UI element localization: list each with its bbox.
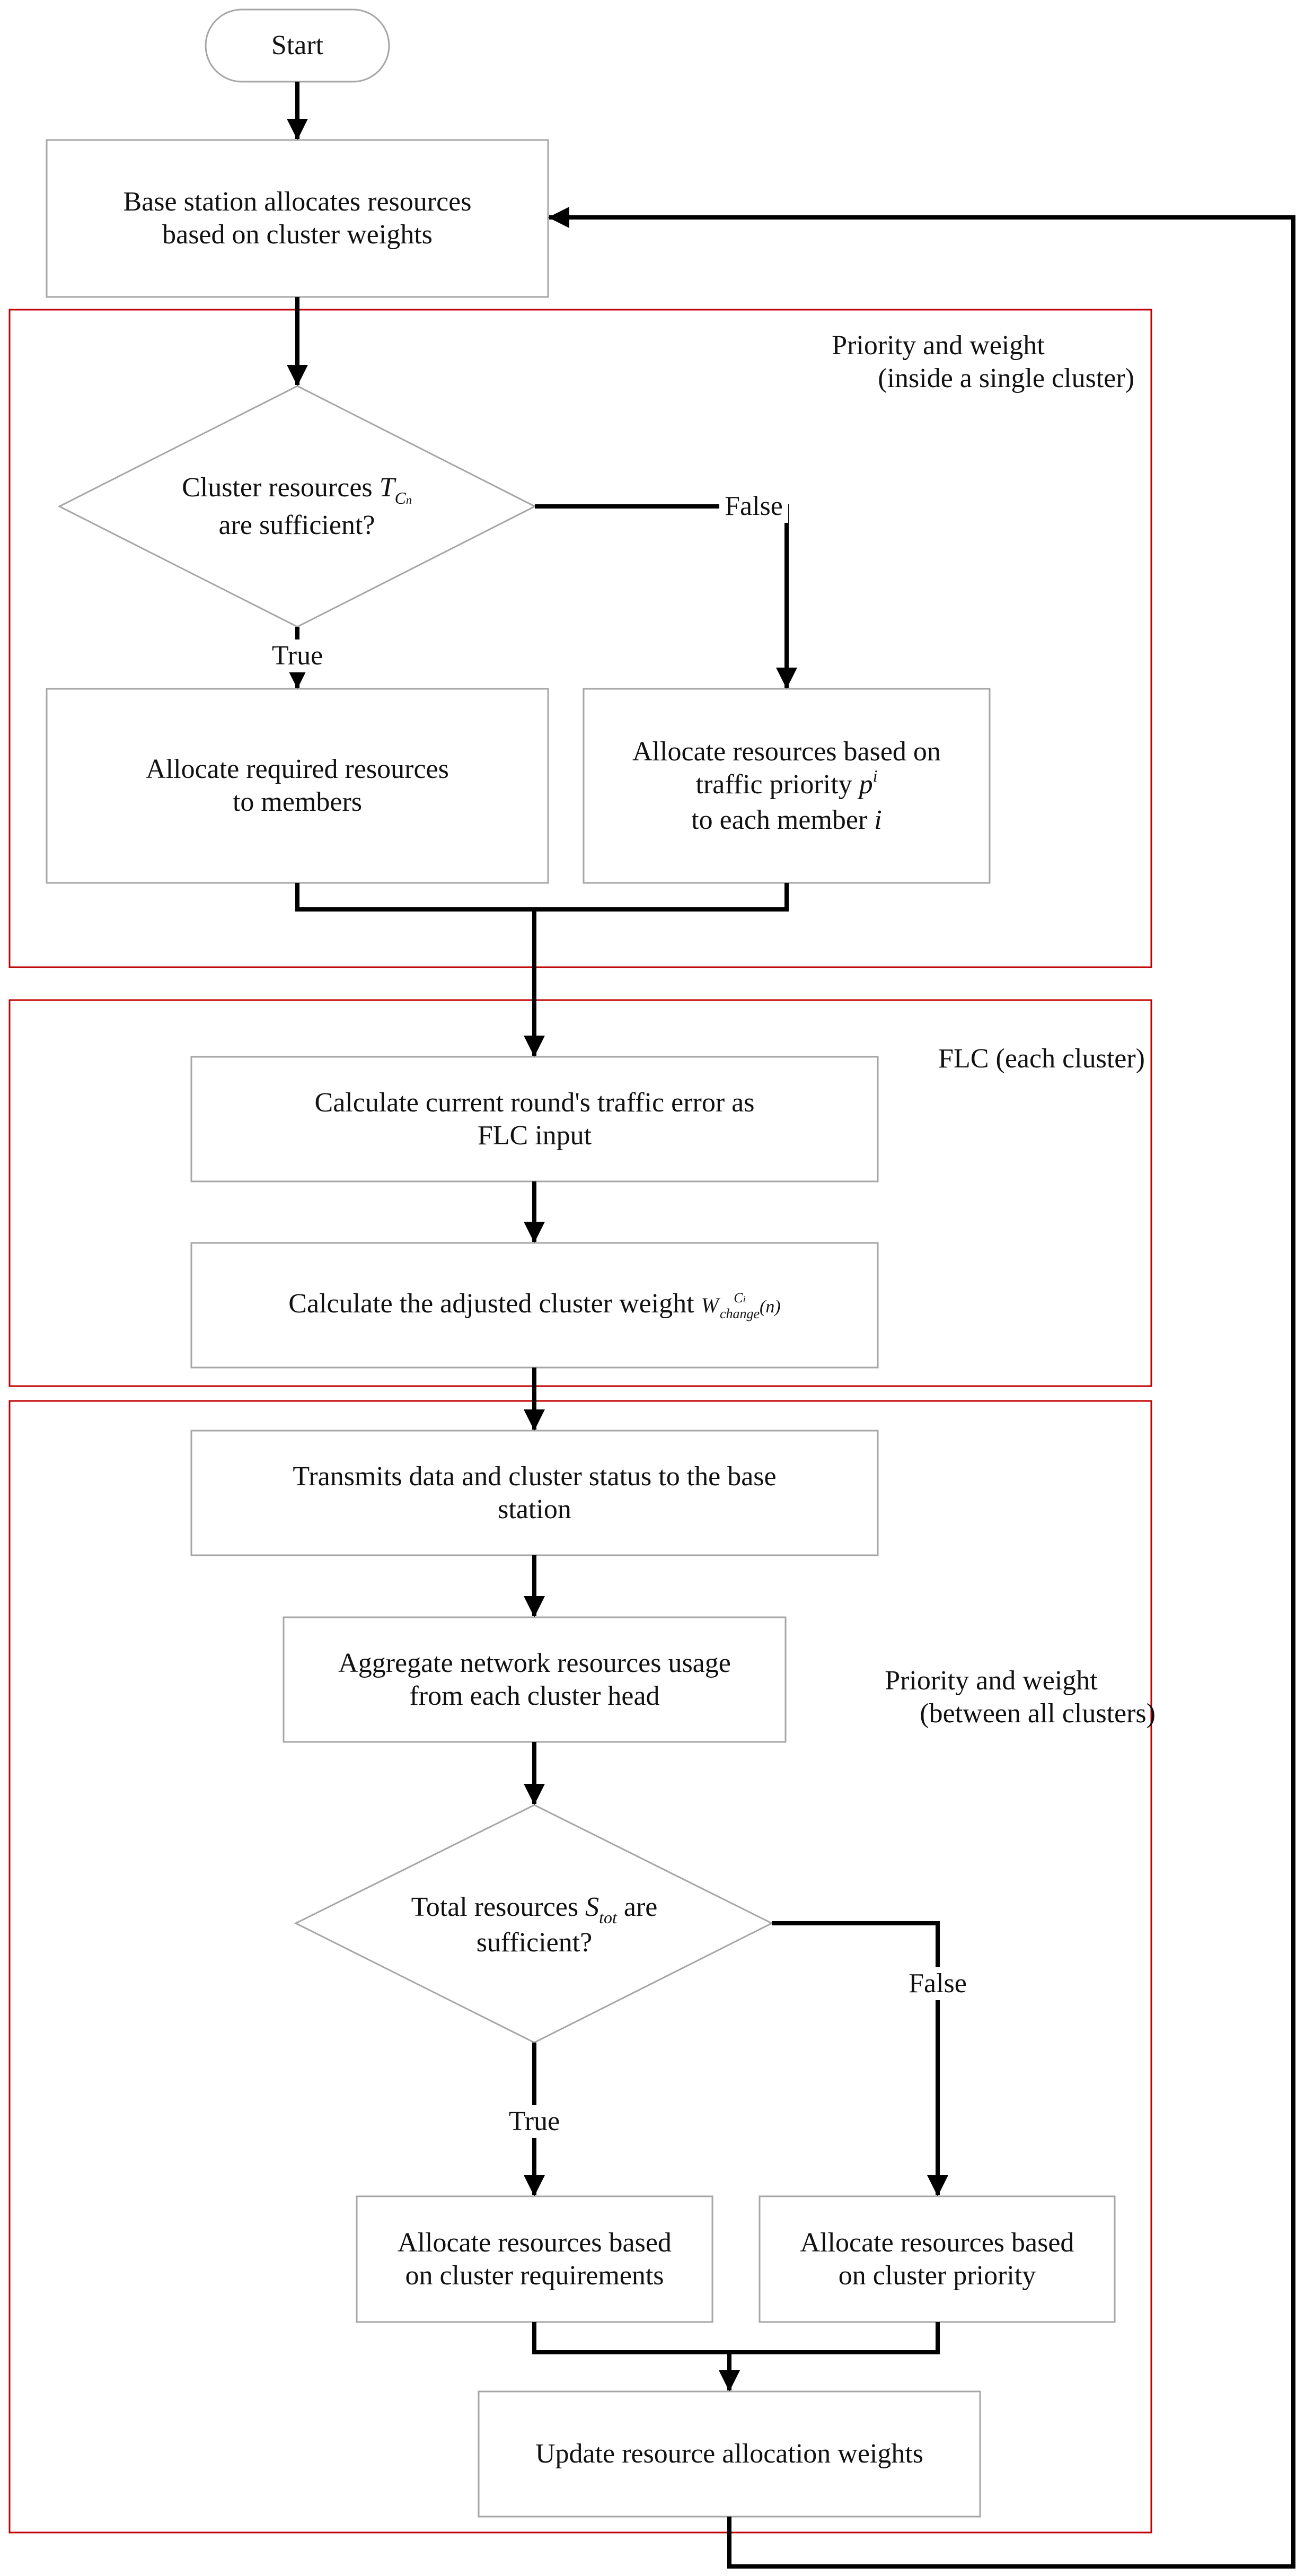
cluster-decision-label: Cluster resources TCn are sufficient? [182, 472, 412, 540]
alloc-requirements-box [356, 2195, 713, 2323]
update-weights-box [478, 2390, 981, 2518]
false-label-total: False [895, 1965, 980, 2002]
edge-loop-back [548, 207, 1295, 2569]
false-label-cluster: False [711, 488, 796, 525]
section-flc-label: FLC (each cluster) [938, 1044, 1145, 1074]
base-station-label: Base station allocates resources based o… [123, 187, 472, 250]
allocate-required-label: Allocate required resources to members [146, 754, 449, 817]
section-all-clusters-label: Priority and weight (between all cluster… [885, 1666, 1156, 1729]
update-weights-label: Update resource allocation weights [535, 2439, 924, 2469]
alloc-requirements-label: Allocate resources based on cluster requ… [398, 2227, 672, 2291]
start-label: Start [271, 30, 324, 60]
transmit-label: Transmits data and cluster status to the… [293, 1461, 777, 1524]
allocate-priority-label: Allocate resources based on traffic prio… [632, 736, 941, 835]
edge-merge-allocations [532, 2322, 940, 2354]
edge-decision-false [535, 504, 797, 689]
section-single-cluster-label: Priority and weight (inside a single clu… [832, 330, 1134, 393]
alloc-priority-label: Allocate resources based on cluster prio… [800, 2227, 1074, 2291]
traffic-error-label: Calculate current round's traffic error … [314, 1087, 755, 1151]
allocate-required-box [46, 688, 549, 884]
true-label-total: True [492, 2103, 577, 2140]
section-all-clusters-frame [8, 1400, 1152, 2534]
transmit-box [190, 1430, 879, 1556]
true-label-cluster: True [255, 637, 340, 674]
edge-total-false [772, 1921, 948, 2196]
aggregate-label: Aggregate network resources usage from e… [338, 1648, 731, 1711]
edge-merge-branches [295, 883, 789, 912]
total-decision-label: Total resources Stot are sufficient? [411, 1891, 658, 1958]
section-flc-frame [8, 999, 1152, 1387]
alloc-priority-box [759, 2195, 1116, 2323]
section-single-cluster-frame [8, 309, 1152, 968]
aggregate-box [283, 1616, 787, 1743]
